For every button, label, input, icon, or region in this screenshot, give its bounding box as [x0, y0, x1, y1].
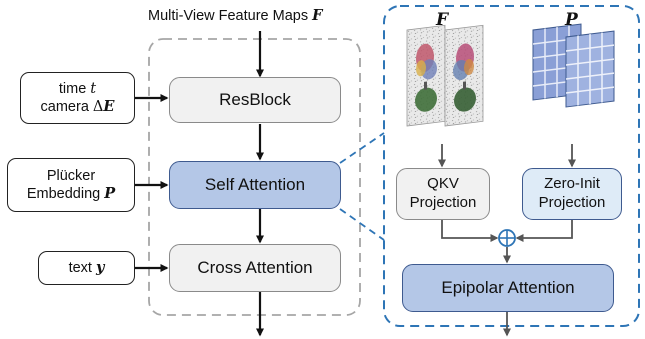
zero-init-projection-block: Zero-Init Projection	[522, 168, 622, 220]
feature-symbol: F	[436, 10, 449, 30]
camera-var: E	[103, 98, 115, 115]
top-label: Multi-View Feature Maps F	[148, 7, 322, 24]
epipolar-attention-block: Epipolar Attention	[402, 264, 614, 312]
camera-delta: Δ	[92, 99, 104, 115]
plucker-label: Plücker	[46, 167, 96, 184]
qkv-label: QKV	[427, 175, 459, 193]
time-camera-input: time t camera ΔE	[20, 72, 135, 124]
top-label-text: Multi-View Feature Maps	[148, 8, 309, 24]
epipolar-attention-label: Epipolar Attention	[441, 278, 575, 298]
sum-operator	[498, 229, 516, 247]
self-attention-label: Self Attention	[204, 175, 306, 195]
zero-init-projection-label: Projection	[538, 194, 606, 211]
cross-attention-block: Cross Attention	[169, 244, 341, 292]
qkv-projection-label: Projection	[409, 194, 477, 211]
feature-map-images	[406, 24, 484, 127]
resblock: ResBlock	[169, 77, 341, 123]
plucker-grid-images	[532, 23, 615, 108]
text-var: y	[95, 258, 105, 276]
camera-label: camera	[40, 99, 89, 115]
plucker-symbol: P	[565, 10, 578, 30]
text-label: text	[68, 259, 92, 276]
arrow-qkv-to-sum	[441, 220, 499, 242]
top-label-symbol: F	[312, 7, 323, 24]
text-input: text y	[38, 251, 135, 285]
resblock-label: ResBlock	[219, 90, 291, 110]
time-label: time	[58, 80, 87, 97]
detail-panel-frame	[383, 5, 640, 327]
qkv-projection-block: QKV Projection	[396, 168, 490, 220]
embedding-label: Embedding	[26, 186, 101, 202]
zero-init-label: Zero-Init	[544, 175, 600, 193]
self-attention-block: Self Attention	[169, 161, 341, 209]
zoom-line-top	[339, 132, 385, 164]
zoom-line-bottom	[339, 208, 385, 241]
arrow-zeroinit-to-sum	[515, 220, 573, 242]
cross-attention-label: Cross Attention	[197, 258, 313, 278]
time-var: t	[90, 80, 97, 97]
block-group-frame	[148, 38, 361, 316]
plucker-var: P	[104, 185, 116, 202]
plucker-embedding-input: Plücker Embedding P	[7, 158, 135, 212]
